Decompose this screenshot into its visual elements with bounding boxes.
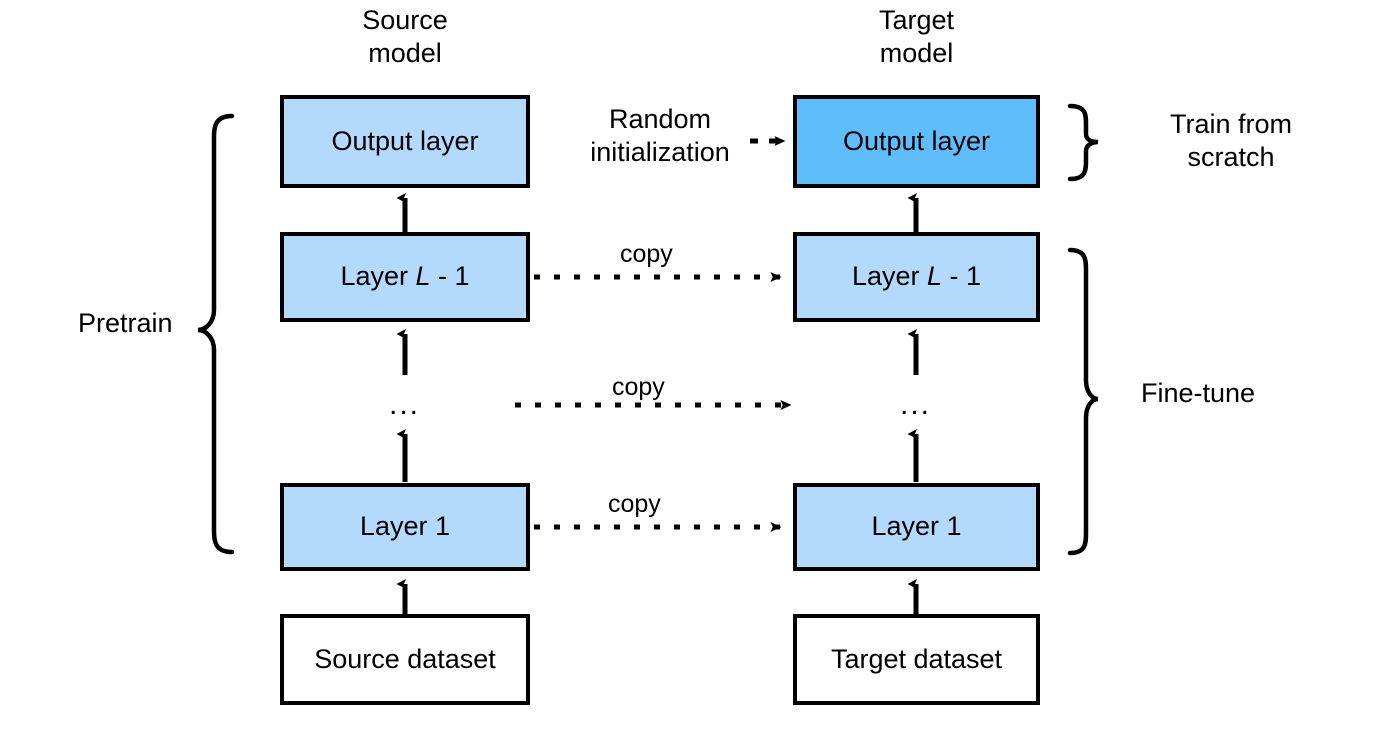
- target-layer-l-minus-1-label: Layer L - 1: [851, 261, 982, 292]
- source-dataset-box[interactable]: Source dataset: [280, 614, 530, 705]
- target-model-title: Target model: [878, 5, 955, 68]
- source-layer-l-minus-1-label: Layer L - 1: [340, 261, 470, 292]
- fine-tune-label: Fine-tune: [1141, 378, 1256, 408]
- copy-label-ellipsis: copy: [612, 373, 665, 401]
- source-ellipsis: ...: [389, 388, 421, 421]
- src-l1-prefix: Layer: [340, 261, 416, 292]
- pretrain-label: Pretrain: [78, 308, 173, 338]
- train-from-scratch-brace: [1067, 103, 1099, 182]
- source-output-layer-label: Output layer: [331, 125, 479, 156]
- tgt-l1-prefix: Layer: [851, 261, 927, 292]
- source-output-layer-box[interactable]: Output layer: [280, 95, 530, 188]
- train-from-scratch-label: Train from scratch: [1169, 109, 1292, 172]
- source-layer-1-label: Layer 1: [359, 511, 451, 542]
- src-l1-italic: L: [415, 261, 431, 292]
- target-layer-1-label: Layer 1: [871, 511, 962, 542]
- source-layer-l-minus-1-box[interactable]: Layer L - 1: [280, 232, 530, 322]
- source-model-title: Source model: [362, 5, 448, 68]
- copy-label-layer-l-minus-1: copy: [620, 240, 673, 268]
- pretrain-brace: [197, 113, 235, 555]
- target-output-layer-box[interactable]: Output layer: [793, 95, 1040, 188]
- target-layer-1-box[interactable]: Layer 1: [793, 483, 1040, 571]
- tgt-l1-suffix: - 1: [942, 261, 982, 292]
- target-ellipsis: ...: [900, 388, 932, 421]
- copy-label-layer-1: copy: [608, 490, 661, 518]
- source-layer-1-box[interactable]: Layer 1: [280, 483, 530, 571]
- src-l1-suffix: - 1: [430, 261, 470, 292]
- source-dataset-label: Source dataset: [314, 643, 496, 674]
- fine-tune-brace: [1067, 247, 1099, 556]
- target-dataset-label: Target dataset: [830, 643, 1003, 674]
- tgt-l1-italic: L: [927, 261, 943, 292]
- target-dataset-box[interactable]: Target dataset: [793, 614, 1040, 705]
- target-output-layer-label: Output layer: [842, 125, 991, 156]
- target-layer-l-minus-1-box[interactable]: Layer L - 1: [793, 232, 1040, 322]
- random-initialization-label: Random initialization: [590, 104, 730, 167]
